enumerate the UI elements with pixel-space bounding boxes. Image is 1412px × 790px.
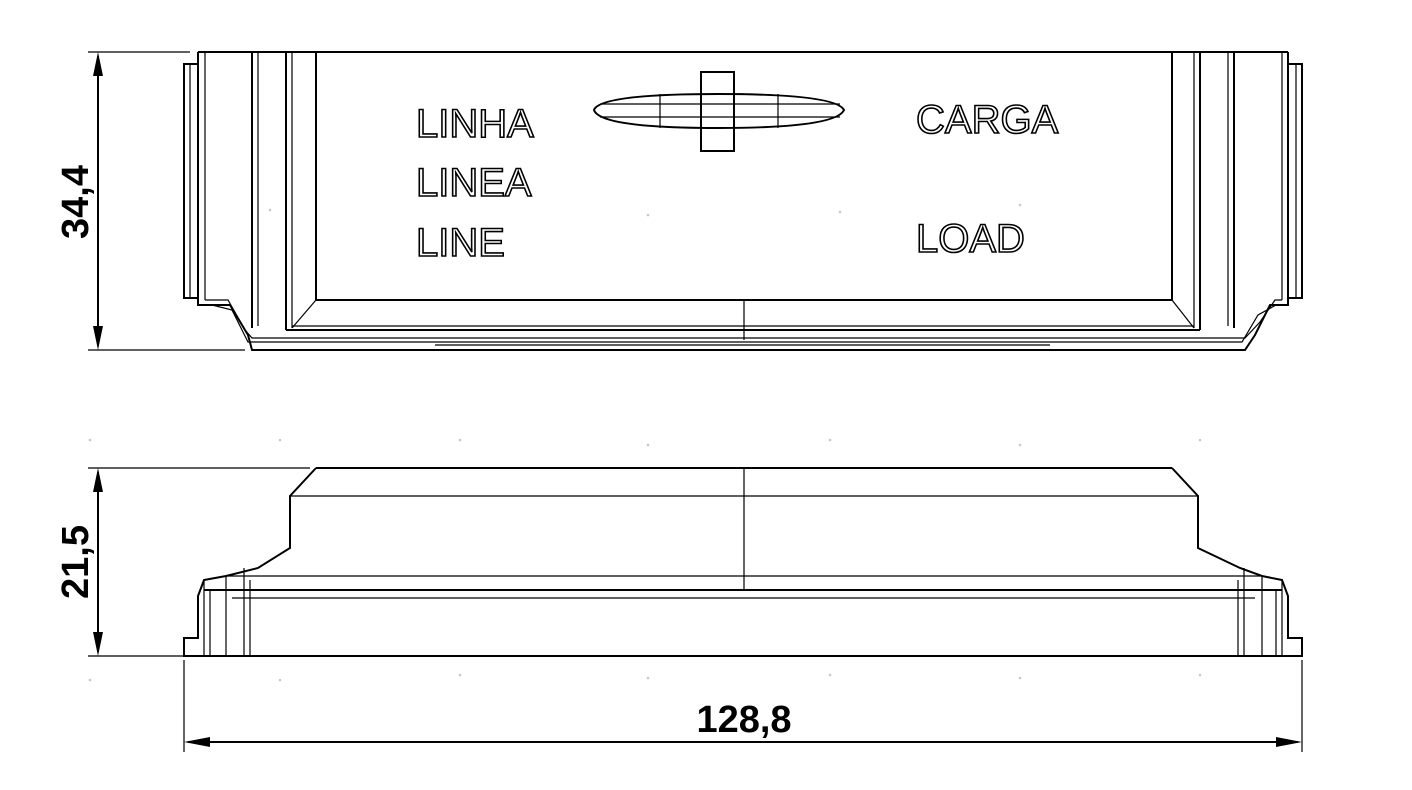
dimension-width: 128,8	[183, 660, 1303, 752]
dimension-label-top-height: 34,4	[55, 165, 97, 239]
label-line: LINE	[416, 221, 505, 265]
label-load: LOAD	[916, 217, 1025, 261]
dimension-label-side-height: 21,5	[55, 525, 97, 599]
construction-dots	[88, 203, 1202, 682]
dimension-top-height: 34,4	[55, 51, 245, 351]
slider-switch-symbol	[592, 71, 846, 152]
dimension-label-width: 128,8	[696, 699, 791, 741]
label-linea: LINEA	[416, 161, 532, 205]
side-view	[183, 467, 1303, 657]
label-carga: CARGA	[916, 98, 1059, 142]
dimension-side-height: 21,5	[55, 467, 310, 657]
top-view: LINHA LINEA LINE CARGA LOAD	[183, 51, 1303, 351]
label-linha: LINHA	[416, 102, 534, 146]
